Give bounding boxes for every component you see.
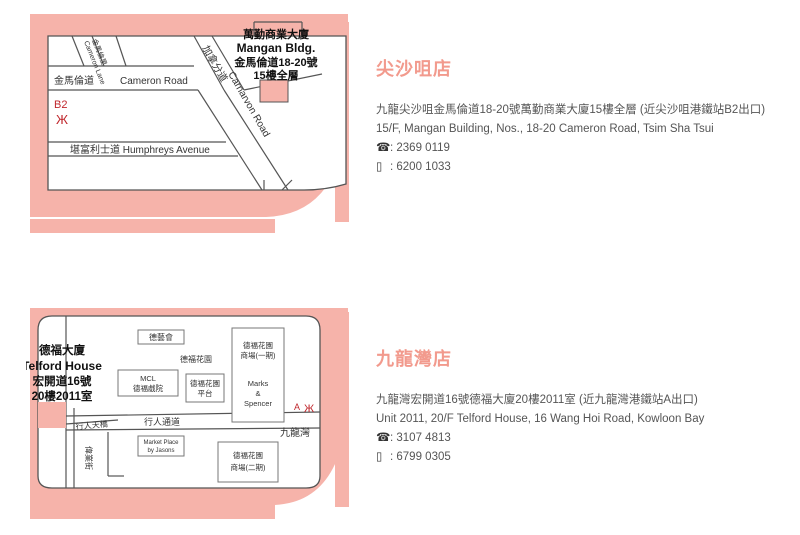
marks-label-1: Marks xyxy=(248,379,269,388)
telford-house-marker xyxy=(38,402,66,428)
kb-exit-label: A xyxy=(294,402,300,412)
store-mobile[interactable]: ▯ : 6200 1033 xyxy=(376,158,765,177)
phone-number: : 3107 4813 xyxy=(390,432,451,444)
mcl-label: MCL xyxy=(140,374,156,383)
map-frame-top-bottom xyxy=(30,219,275,233)
store-address-zh: 九龍尖沙咀金馬倫道18-20號萬勤商業大廈15樓全層 (近尖沙咀港鐵站B2出口) xyxy=(376,104,766,116)
store-phone[interactable]: ☎: 2369 0119 xyxy=(376,139,765,158)
mall2-label-2: 商場(二期) xyxy=(231,462,266,472)
footbridge-label: 行人天橋 xyxy=(75,419,108,432)
market-label-1: Market Place xyxy=(143,440,179,446)
phone-icon: ☎ xyxy=(376,432,391,444)
kowloon-bay-map: 德福大廈 Telford House 宏開道16號 20樓2011室 德藝會 德… xyxy=(26,308,348,506)
mobile-icon: ▯ xyxy=(376,451,383,463)
theatre-label: 德藝會 xyxy=(149,332,173,342)
store-info-kowloon-bay: 九龍灣店 九龍灣宏開道16號德福大廈20樓2011室 (近九龍灣港鐵站A出口) … xyxy=(376,345,704,467)
phone-icon: ☎ xyxy=(376,142,391,154)
kb-building-en: Telford House xyxy=(26,359,102,373)
tsim-sha-tsui-map: 萬勤商業大廈 Mangan Bldg. 金馬倫道18-20號 15樓全層 金馬倫… xyxy=(30,14,348,217)
kb-address-line: 宏開道16號 xyxy=(33,374,92,388)
mall1-label-2: 商場(一期) xyxy=(241,350,276,360)
kb-station-label: 九龍灣 xyxy=(280,426,310,439)
garden-podium-label-2: 平台 xyxy=(198,388,213,398)
kb-floor: 20樓2011室 xyxy=(32,389,93,403)
street-label: 偉業街 xyxy=(84,446,94,470)
store-mobile[interactable]: ▯ : 6799 0305 xyxy=(376,448,704,467)
humphreys-avenue: 堪富利士道 Humphreys Avenue xyxy=(70,143,210,156)
tst-address-line: 金馬倫道18-20號 xyxy=(233,55,317,69)
mobile-number: : 6799 0305 xyxy=(390,451,451,463)
store-info-tst: 尖沙咀店 九龍尖沙咀金馬倫道18-20號萬勤商業大廈15樓全層 (近尖沙咀港鐵站… xyxy=(376,55,765,177)
mall1-label-1: 德福花園 xyxy=(243,340,273,350)
store-address-en: 15/F, Mangan Building, Nos., 18-20 Camer… xyxy=(376,123,714,135)
mcl-theatre-label: 德福戲院 xyxy=(133,383,163,393)
store-phone[interactable]: ☎: 3107 4813 xyxy=(376,429,704,448)
market-label-2: by Jasons xyxy=(147,448,174,454)
cameron-road-en: Cameron Road xyxy=(120,76,188,87)
phone-number: : 2369 0119 xyxy=(390,142,450,154)
tst-floor: 15樓全層 xyxy=(253,68,298,82)
store-title: 尖沙咀店 xyxy=(376,59,452,79)
map-frame-bottom-bottom xyxy=(30,505,275,519)
walkway-label: 行人通道 xyxy=(144,416,180,427)
garden-podium-label-1: 德福花園 xyxy=(190,378,220,388)
tst-building-zh: 萬勤商業大廈 xyxy=(243,27,309,41)
marks-label-3: Spencer xyxy=(244,399,272,408)
kb-building-zh: 德福大廈 xyxy=(38,343,85,357)
mangan-building-marker xyxy=(259,79,289,103)
tst-exit-label: B2 xyxy=(54,99,67,111)
kb-mtr-icon: Ж xyxy=(304,403,314,415)
mobile-number: : 6200 1033 xyxy=(390,161,451,173)
store-address-en: Unit 2011, 20/F Telford House, 16 Wang H… xyxy=(376,413,705,425)
mall2-label-1: 德福花園 xyxy=(233,450,263,460)
garden-label: 德福花園 xyxy=(180,354,212,364)
store-title: 九龍灣店 xyxy=(376,349,452,369)
mobile-icon: ▯ xyxy=(376,161,383,173)
tst-mtr-icon: Ж xyxy=(56,112,68,127)
marks-label-2: & xyxy=(255,389,260,398)
tst-building-en: Mangan Bldg. xyxy=(237,41,316,55)
cameron-road-zh: 金馬倫道 xyxy=(54,74,94,87)
store-address-zh: 九龍灣宏開道16號德福大廈20樓2011室 (近九龍灣港鐵站A出口) xyxy=(376,394,698,406)
